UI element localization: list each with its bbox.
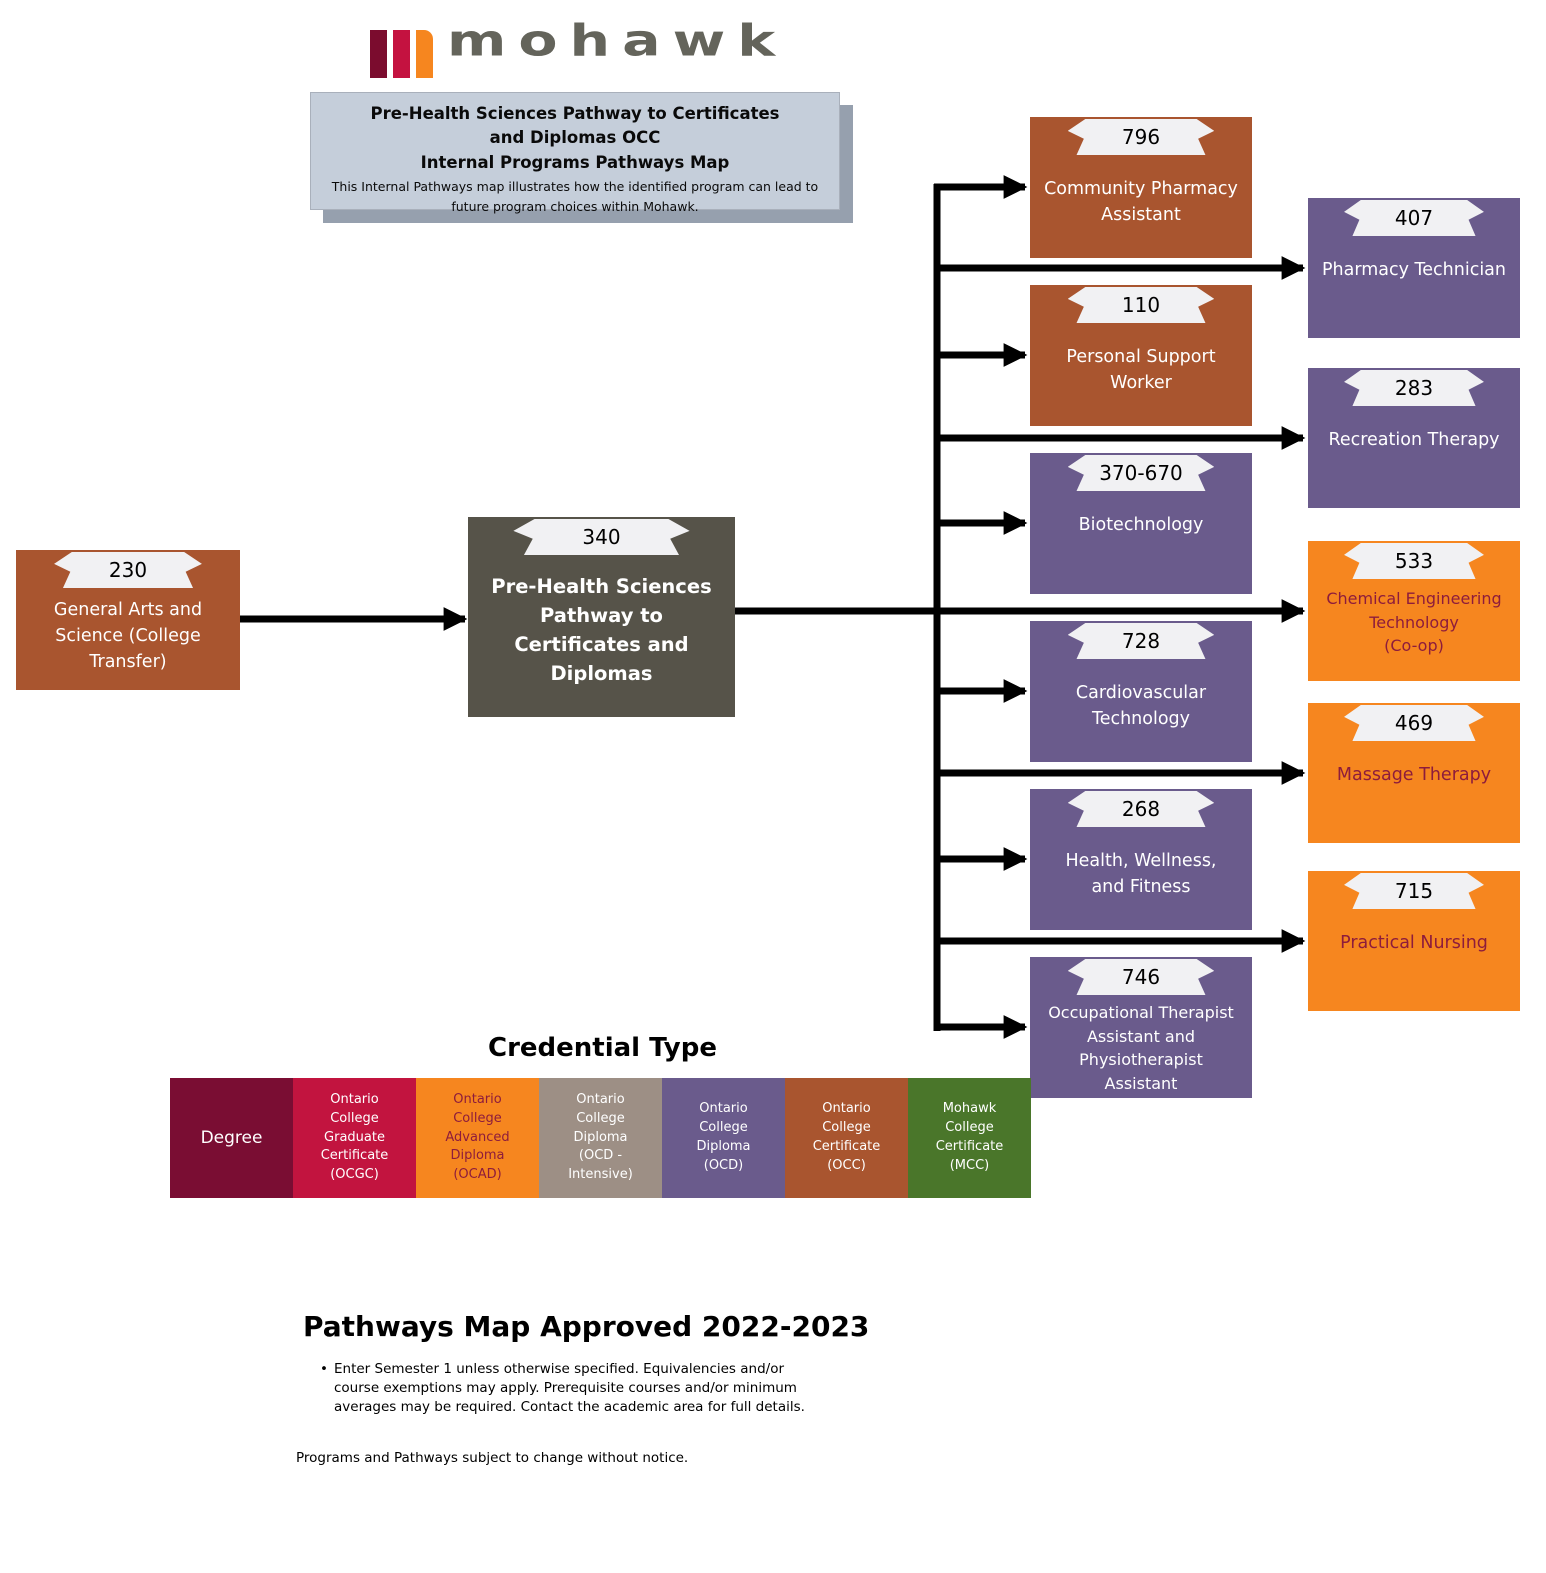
logo-bar-orange bbox=[416, 30, 433, 78]
legend-item-occ: Ontario College Certificate (OCC) bbox=[785, 1078, 908, 1198]
program-code-ribbon: 715 bbox=[1344, 873, 1484, 909]
program-box-533: 533 Chemical Engineering Technology (Co-… bbox=[1308, 541, 1520, 681]
legend-title: Credential Type bbox=[488, 1033, 717, 1063]
program-code: 370-670 bbox=[1099, 461, 1183, 485]
program-code-ribbon: 407 bbox=[1344, 200, 1484, 236]
program-code-ribbon: 110 bbox=[1067, 287, 1215, 323]
legend-item-ocgc: Ontario College Graduate Certificate (OC… bbox=[293, 1078, 416, 1198]
program-box-796: 796 Community Pharmacy Assistant bbox=[1030, 117, 1252, 258]
program-code: 469 bbox=[1394, 711, 1434, 735]
legend-item-degree: Degree bbox=[170, 1078, 293, 1198]
program-box-110: 110 Personal Support Worker bbox=[1030, 285, 1252, 426]
map-title: Pre-Health Sciences Pathway to Certifica… bbox=[370, 104, 780, 172]
program-name: Practical Nursing bbox=[1340, 933, 1488, 953]
program-code-ribbon: 340 bbox=[513, 519, 690, 555]
program-name: Pharmacy Technician bbox=[1321, 260, 1506, 280]
pathway-conditions-note: Enter Semester 1 unless otherwise specif… bbox=[318, 1360, 812, 1417]
program-name: Community Pharmacy Assistant bbox=[1044, 179, 1238, 225]
program-name: Recreation Therapy bbox=[1328, 430, 1500, 450]
program-name: Pre-Health Sciences Pathway to Certifica… bbox=[491, 575, 712, 685]
program-box-715: 715 Practical Nursing bbox=[1308, 871, 1520, 1011]
program-name: Massage Therapy bbox=[1336, 765, 1492, 785]
program-name: Biotechnology bbox=[1078, 515, 1204, 535]
legend-item-ocad: Ontario College Advanced Diploma (OCAD) bbox=[416, 1078, 539, 1198]
credential-type-legend: Degree Ontario College Graduate Certific… bbox=[170, 1078, 1031, 1198]
logo-wordmark: mohawk bbox=[447, 16, 788, 67]
program-name: Cardiovascular Technology bbox=[1075, 683, 1207, 729]
program-code-ribbon: 796 bbox=[1067, 119, 1215, 155]
program-code: 533 bbox=[1394, 549, 1434, 573]
logo-bar-maroon bbox=[370, 30, 387, 78]
program-name: Chemical Engineering Technology (Co-op) bbox=[1326, 589, 1502, 656]
program-box-230: 230 General Arts and Science (College Tr… bbox=[16, 550, 240, 690]
program-code: 268 bbox=[1121, 797, 1161, 821]
legend-item-mcc: Mohawk College Certificate (MCC) bbox=[908, 1078, 1031, 1198]
program-box-340: 340 Pre-Health Sciences Pathway to Certi… bbox=[468, 517, 735, 717]
approval-heading: Pathways Map Approved 2022-2023 bbox=[303, 1310, 870, 1343]
program-code: 728 bbox=[1121, 629, 1161, 653]
program-code-ribbon: 268 bbox=[1067, 791, 1215, 827]
program-code-ribbon: 533 bbox=[1344, 543, 1484, 579]
program-code-ribbon: 283 bbox=[1344, 370, 1484, 406]
program-code-ribbon: 370-670 bbox=[1067, 455, 1215, 491]
map-description: This Internal Pathways map illustrates h… bbox=[331, 179, 819, 214]
program-box-746: 746 Occupational Therapist Assistant and… bbox=[1030, 957, 1252, 1098]
program-box-370-670: 370-670 Biotechnology bbox=[1030, 453, 1252, 594]
program-code-ribbon: 746 bbox=[1067, 959, 1215, 995]
program-code: 715 bbox=[1394, 879, 1434, 903]
program-box-283: 283 Recreation Therapy bbox=[1308, 368, 1520, 508]
program-code: 746 bbox=[1121, 965, 1161, 989]
program-code: 796 bbox=[1121, 125, 1161, 149]
program-name: Health, Wellness, and Fitness bbox=[1065, 851, 1217, 897]
legend-item-ocd-intensive: Ontario College Diploma (OCD - Intensive… bbox=[539, 1078, 662, 1198]
logo-bar-red bbox=[393, 30, 410, 78]
program-code: 230 bbox=[108, 558, 148, 582]
program-code-ribbon: 469 bbox=[1344, 705, 1484, 741]
map-title-box: Pre-Health Sciences Pathway to Certifica… bbox=[310, 92, 840, 214]
legend-item-ocd: Ontario College Diploma (OCD) bbox=[662, 1078, 785, 1198]
program-code: 340 bbox=[582, 525, 621, 549]
program-box-728: 728 Cardiovascular Technology bbox=[1030, 621, 1252, 762]
program-code: 407 bbox=[1394, 206, 1434, 230]
program-code-ribbon: 230 bbox=[54, 552, 202, 588]
program-name: General Arts and Science (College Transf… bbox=[53, 600, 203, 672]
program-code: 110 bbox=[1121, 293, 1161, 317]
program-name: Personal Support Worker bbox=[1066, 347, 1216, 393]
disclaimer-note: Programs and Pathways subject to change … bbox=[296, 1450, 689, 1466]
program-box-407: 407 Pharmacy Technician bbox=[1308, 198, 1520, 338]
program-box-469: 469 Massage Therapy bbox=[1308, 703, 1520, 843]
program-box-268: 268 Health, Wellness, and Fitness bbox=[1030, 789, 1252, 930]
program-code-ribbon: 728 bbox=[1067, 623, 1215, 659]
program-name: Occupational Therapist Assistant and Phy… bbox=[1048, 1003, 1234, 1094]
program-code: 283 bbox=[1394, 376, 1434, 400]
